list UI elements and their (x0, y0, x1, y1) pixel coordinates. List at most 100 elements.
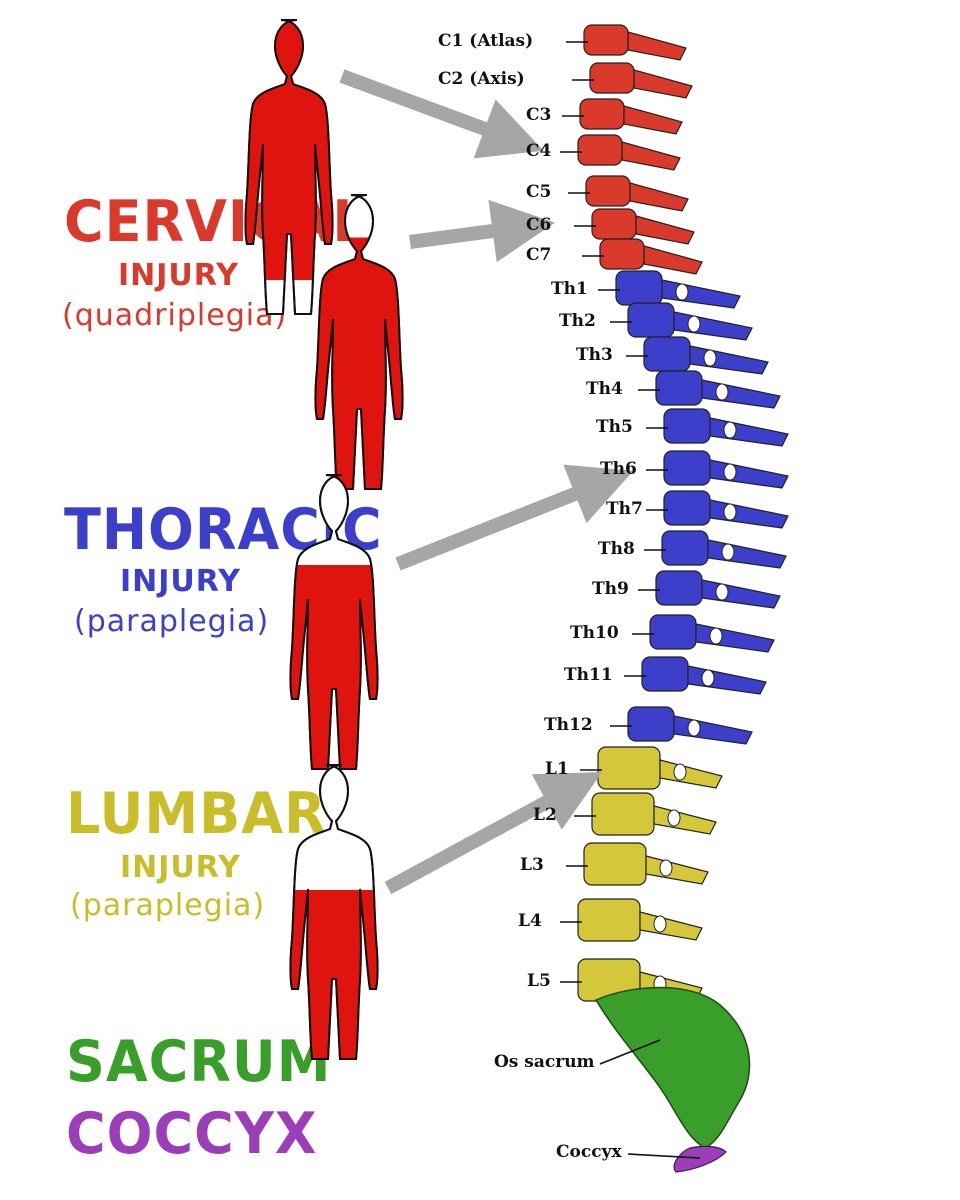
thoracic-vertebra (663, 450, 789, 489)
thoracic-vertebra (641, 656, 767, 695)
vertebra-label-th1: Th1 (551, 279, 588, 299)
vertebra-label-c5: C5 (526, 182, 552, 202)
thoracic-spinous-process (701, 379, 781, 409)
thoracic-spinous-process (695, 623, 775, 653)
sacrum-title: SACRUM (66, 1028, 332, 1095)
sacrum-bone (594, 986, 751, 1149)
figure-neck-down-paralysis (314, 194, 404, 490)
vertebra-label-th6: Th6 (600, 459, 637, 479)
thoracic-foramen (687, 719, 701, 737)
thoracic-vertebral-body (663, 450, 711, 486)
vertebra-label-c6: C6 (526, 215, 552, 235)
figure-hip-down-paralysis (289, 764, 379, 1060)
thoracic-spinous-process (709, 459, 789, 489)
cervical-vertebral-body (589, 62, 635, 94)
thoracic-vertebral-body (663, 490, 711, 526)
cervical-spinous-process (627, 31, 687, 61)
thoracic-vertebral-body (655, 570, 703, 606)
lumbar-foramen (667, 809, 681, 827)
vertebra-label-th9: Th9 (592, 579, 629, 599)
vertebra-label-c3: C3 (526, 105, 552, 125)
thoracic-foramen (701, 669, 715, 687)
thoracic-vertebra (663, 490, 789, 529)
vertebra-label-c2: C2 (Axis) (438, 69, 525, 89)
thoracic-foramen (715, 583, 729, 601)
coccyx-bone (673, 1145, 727, 1173)
lumbar-vertebra (577, 898, 703, 942)
vertebra-label-l5: L5 (527, 971, 551, 991)
thoracic-injury-label: INJURY (120, 564, 241, 599)
thoracic-foramen (703, 349, 717, 367)
vertebra-label-l1: L1 (545, 759, 569, 779)
cervical-vertebral-body (591, 208, 637, 240)
lumbar-title: LUMBAR (66, 780, 327, 847)
thoracic-vertebra (643, 336, 769, 375)
thoracic-vertebra (627, 302, 753, 341)
vertebra-label-th11: Th11 (564, 665, 613, 685)
cervical-vertebral-body (599, 238, 645, 270)
vertebra-label-l4: L4 (518, 911, 542, 931)
cervical-vertebral-body (577, 134, 623, 166)
thoracic-spinous-process (661, 279, 741, 309)
lumbar-vertebral-body (583, 842, 647, 886)
vertebra-label-th4: Th4 (586, 379, 623, 399)
vertebra-label-l3: L3 (520, 855, 544, 875)
cervical-vertebra (579, 98, 683, 135)
coccyx-shape (673, 1145, 727, 1173)
cervical-vertebra (591, 208, 695, 245)
lumbar-vertebral-body (597, 746, 661, 790)
thoracic-spinous-process (689, 345, 769, 375)
paralysis-fill (290, 890, 378, 1059)
cervical-vertebra (577, 134, 681, 171)
lumbar-spinous-process (653, 805, 717, 835)
lumbar-spinous-process (639, 911, 703, 941)
thoracic-foramen (687, 315, 701, 333)
thoracic-foramen (723, 503, 737, 521)
cervical-vertebral-body (585, 175, 631, 207)
arrow-to-c4 (339, 69, 544, 159)
thoracic-vertebral-body (615, 270, 663, 306)
thoracic-foramen (675, 283, 689, 301)
thoracic-foramen (721, 543, 735, 561)
cervical-spinous-process (621, 141, 681, 171)
lumbar-foramen (659, 859, 673, 877)
lumbar-vertebra (591, 792, 717, 836)
vertebra-label-os-sacrum: Os sacrum (494, 1052, 595, 1072)
cervical-condition-label: (quadriplegia) (62, 298, 288, 333)
cervical-vertebra (589, 62, 693, 99)
arrow-to-l1 (384, 771, 603, 895)
vertebra-label-c7: C7 (526, 245, 552, 265)
cervical-injury-label: INJURY (118, 258, 239, 293)
sacrum-shape (594, 986, 751, 1149)
thoracic-foramen (715, 383, 729, 401)
vertebra-label-l2: L2 (533, 805, 557, 825)
thoracic-vertebral-body (655, 370, 703, 406)
thoracic-foramen (723, 421, 737, 439)
lumbar-foramen (673, 763, 687, 781)
thoracic-spinous-process (673, 715, 753, 745)
cervical-vertebra (585, 175, 689, 212)
figure-waist-down-paralysis (289, 474, 379, 770)
thoracic-foramen (709, 627, 723, 645)
thoracic-vertebral-body (627, 706, 675, 742)
lumbar-condition-label: (paraplegia) (70, 888, 266, 923)
cervical-spinous-process (629, 182, 689, 212)
thoracic-vertebra (663, 408, 789, 447)
vertebra-label-c4: C4 (526, 141, 552, 161)
lumbar-foramen (653, 915, 667, 933)
thoracic-vertebra (661, 530, 787, 569)
thoracic-condition-label: (paraplegia) (74, 604, 270, 639)
thoracic-foramen (723, 463, 737, 481)
thoracic-spinous-process (687, 665, 767, 695)
cervical-vertebral-body (583, 24, 629, 56)
coccyx-leader (627, 1153, 701, 1159)
vertebra-label-th5: Th5 (596, 417, 633, 437)
thoracic-vertebra (627, 706, 753, 745)
paralysis-fill (315, 237, 403, 489)
arrow-to-c6 (409, 199, 555, 263)
paralysis-fill (245, 20, 333, 280)
lumbar-vertebra (583, 842, 709, 886)
thoracic-vertebra (655, 370, 781, 409)
